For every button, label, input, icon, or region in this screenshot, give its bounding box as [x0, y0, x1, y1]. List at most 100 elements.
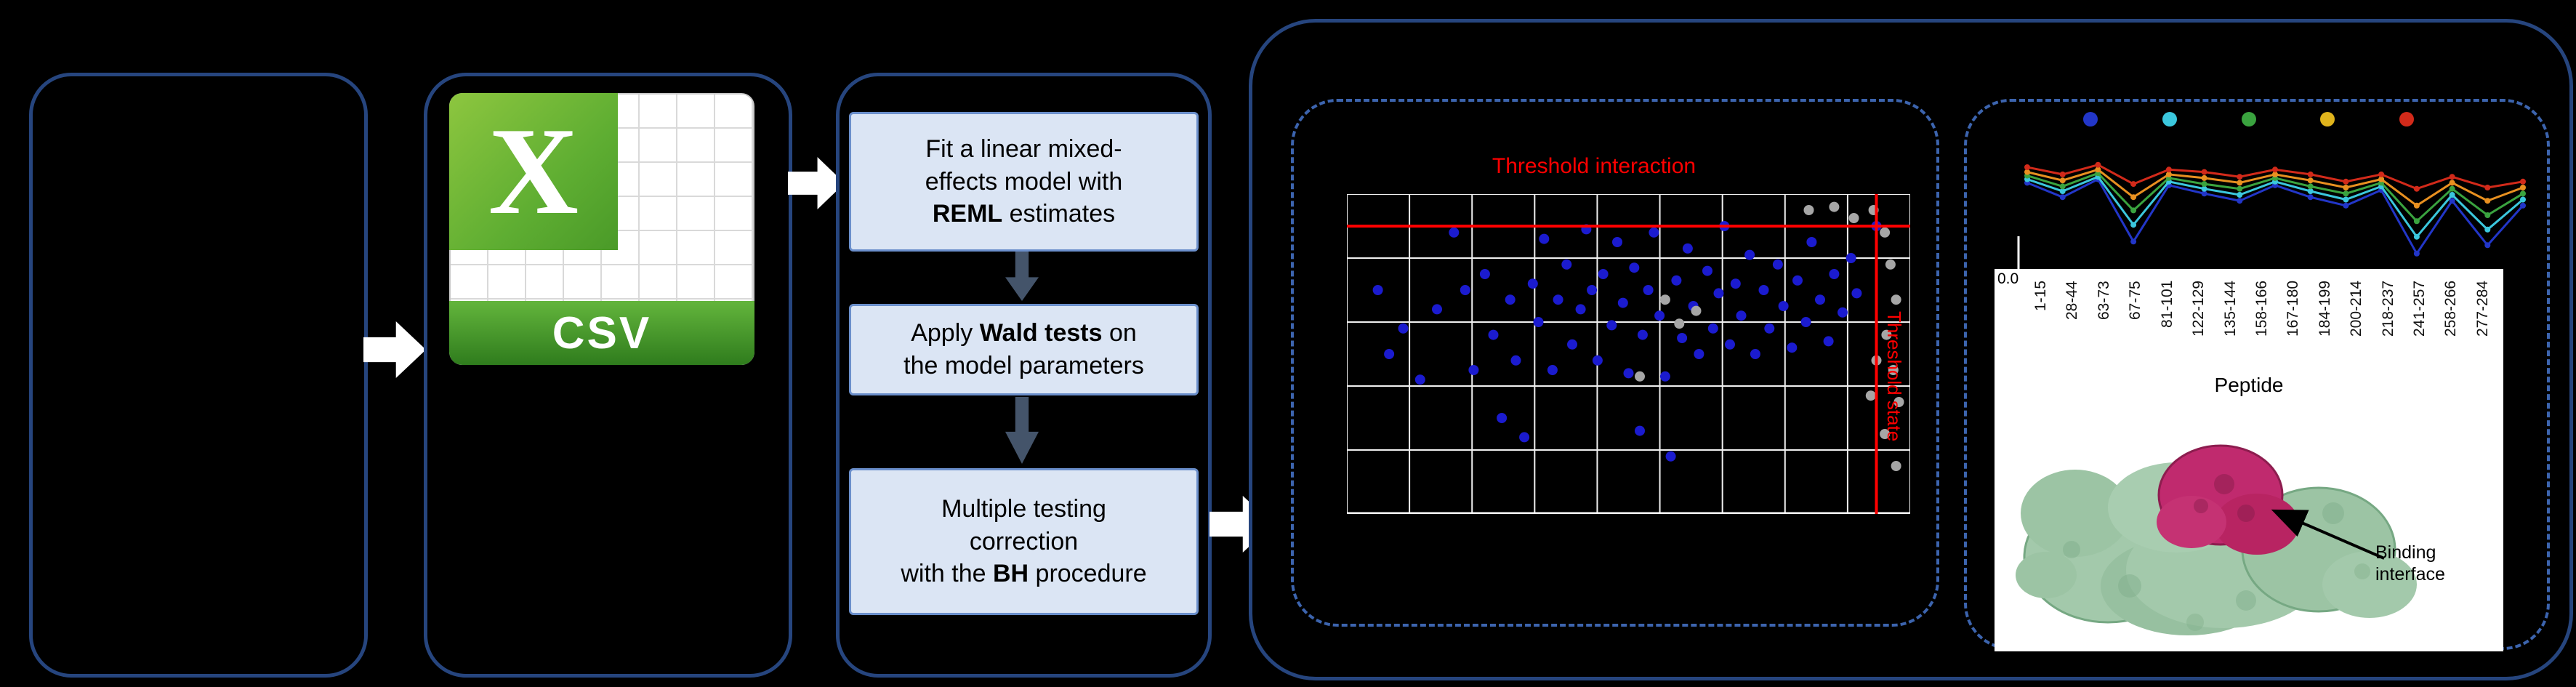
step-reml-line1: Fit a linear mixed-: [925, 134, 1122, 163]
series-marker-orange: [2484, 198, 2491, 204]
step-wald-bold: Wald tests: [979, 319, 1103, 347]
binding-interface-patch: [2157, 444, 2299, 555]
scatter-point-significant: [1744, 249, 1755, 260]
scatter-point-significant: [1567, 339, 1577, 350]
series-marker-red: [2449, 174, 2455, 180]
scatter-point-significant: [1384, 349, 1395, 359]
annotation-arrow: [2271, 509, 2385, 560]
scatter-point-significant: [1665, 451, 1676, 462]
scatter-point-significant: [1533, 317, 1544, 327]
scatter-point-nonsignificant: [1893, 397, 1904, 407]
scatter-point-significant: [1643, 285, 1654, 295]
scatter-point-significant: [1649, 227, 1659, 238]
scatter-point-nonsignificant: [1674, 318, 1685, 329]
series-marker-orange: [2343, 185, 2349, 190]
scatter-point-significant: [1553, 294, 1563, 305]
scatter-point-significant: [1629, 262, 1640, 273]
scatter-point-significant: [1694, 349, 1704, 359]
peptide-tick-label: 122-129: [2190, 281, 2207, 337]
series-marker-red: [2095, 161, 2101, 168]
series-marker-red: [2413, 185, 2420, 192]
deuteration-line-chart: [2017, 161, 2526, 269]
scatter-point-significant: [1815, 294, 1825, 305]
series-marker-cyan: [2130, 222, 2137, 228]
peptide-tick-label: 184-199: [2316, 281, 2333, 337]
step-wald-box: Apply Wald tests on the model parameters: [849, 304, 1199, 395]
legend-dot-icon: [2320, 112, 2335, 126]
series-marker-blue: [2130, 238, 2137, 245]
series-marker-blue: [2059, 194, 2066, 201]
threshold-interaction-label: Threshold interaction: [1492, 154, 1696, 178]
scatter-point-significant: [1598, 269, 1609, 279]
scatter-point-significant: [1488, 329, 1499, 340]
series-marker-green: [2237, 185, 2243, 192]
scatter-point-significant: [1758, 285, 1769, 295]
series-marker-orange: [2307, 177, 2314, 184]
series-marker-blue: [2520, 202, 2526, 209]
protein-structure: [2016, 444, 2417, 635]
series-marker-red: [2059, 171, 2066, 177]
scatter-point-significant: [1575, 304, 1586, 315]
series-marker-red: [2484, 185, 2491, 190]
step-reml-bold: REML: [932, 200, 1003, 228]
scatter-point-significant: [1838, 307, 1848, 318]
step-reml-line3: estimates: [1002, 200, 1116, 228]
scatter-point-significant: [1806, 237, 1817, 247]
step-bh-pre: with the: [901, 560, 993, 588]
scatter-point-significant: [1635, 425, 1645, 436]
series-marker-cyan: [2484, 226, 2491, 233]
scatter-point-significant: [1527, 278, 1538, 289]
scatter-point-significant: [1561, 259, 1572, 270]
scatter-point-significant: [1682, 243, 1693, 254]
csv-banner-label: CSV: [552, 308, 652, 358]
series-marker-red: [2130, 181, 2137, 188]
peptide-tick-label: 158-166: [2253, 281, 2270, 337]
legend-dot-icon: [2241, 112, 2256, 126]
binding-interface-label: Binding interface: [2375, 542, 2445, 584]
series-marker-cyan: [2413, 233, 2420, 240]
scatter-point-significant: [1851, 288, 1862, 299]
scatter-point-nonsignificant: [1865, 390, 1876, 401]
scatter-point-significant: [1792, 275, 1803, 286]
scatter-point-nonsignificant: [1635, 371, 1645, 382]
series-marker-orange: [2059, 177, 2066, 184]
series-marker-blue: [2449, 198, 2455, 204]
series-marker-blue: [2201, 190, 2207, 197]
series-marker-orange: [2130, 194, 2137, 201]
step-bh-post: procedure: [1029, 560, 1147, 588]
scatter-point-significant: [1468, 365, 1479, 375]
scatter-point-significant: [1460, 285, 1470, 295]
series-marker-red: [2201, 169, 2207, 175]
scatter-point-significant: [1497, 413, 1508, 423]
scatter-point-nonsignificant: [1888, 365, 1899, 375]
series-marker-orange: [2449, 180, 2455, 186]
peptide-tick-label: 277-284: [2474, 281, 2491, 337]
series-marker-blue: [2237, 198, 2243, 204]
scatter-point-nonsignificant: [1880, 429, 1891, 439]
series-marker-green: [2520, 190, 2526, 197]
series-line-blue: [2026, 177, 2524, 256]
peptide-tick-label: 241-257: [2411, 281, 2428, 337]
series-marker-orange: [2413, 202, 2420, 209]
series-marker-green: [2307, 183, 2314, 190]
scatter-point-significant: [1736, 310, 1747, 321]
scatter-point-significant: [1707, 323, 1718, 334]
scatter-point-significant: [1702, 265, 1712, 276]
series-marker-cyan: [2520, 196, 2526, 203]
scatter-point-significant: [1612, 237, 1622, 247]
scatter-point-significant: [1547, 365, 1558, 375]
series-marker-orange: [2237, 180, 2243, 186]
peptide-axis-title: Peptide: [2214, 374, 2284, 396]
scatter-point-significant: [1519, 432, 1530, 443]
scatter-point-nonsignificant: [1803, 205, 1814, 215]
threshold-state-label: Threshold state: [1883, 311, 1905, 442]
scatter-point-nonsignificant: [1691, 305, 1702, 316]
scatter-point-significant: [1617, 297, 1628, 308]
right-arrow-icon-1: [363, 321, 426, 378]
peptide-tick-label: 28-44: [2064, 281, 2081, 320]
scatter-point-significant: [1772, 259, 1783, 270]
series-marker-green: [2201, 181, 2207, 188]
scatter-point-nonsignificant: [1891, 461, 1901, 471]
step-wald-post: on: [1102, 319, 1137, 347]
scatter-point-significant: [1823, 336, 1834, 347]
